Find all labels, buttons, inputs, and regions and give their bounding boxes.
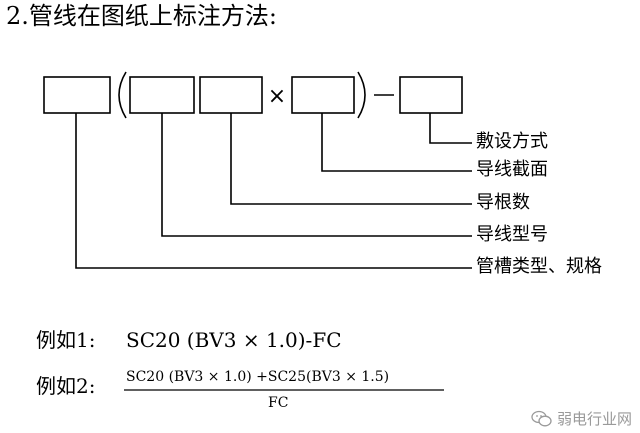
leader-conduit-type <box>75 113 472 269</box>
left-paren <box>118 71 127 119</box>
label-conduit-type: 管槽类型、规格 <box>476 256 602 277</box>
box-laying-method <box>399 76 463 114</box>
box-wire-model <box>129 76 195 114</box>
label-laying-method: 敷设方式 <box>476 131 548 152</box>
example1-label: 例如1: <box>36 328 96 352</box>
wechat-icon <box>531 410 552 426</box>
example2-denominator: FC <box>268 395 289 411</box>
example2-label: 例如2: <box>36 374 96 398</box>
leader-laying-method <box>429 113 472 144</box>
right-paren <box>357 71 366 119</box>
label-wire-section: 导线截面 <box>476 159 548 180</box>
label-wire-model: 导线型号 <box>476 224 548 245</box>
box-conduit-type <box>43 76 111 114</box>
example2-numerator: SC20 (BV3 × 1.0) +SC25(BV3 × 1.5) <box>126 369 390 385</box>
leader-wire-section <box>321 113 472 172</box>
box-wire-count <box>199 76 263 114</box>
box-wire-section <box>291 76 355 114</box>
leader-wire-count <box>230 113 472 205</box>
times-symbol: × <box>268 84 286 109</box>
watermark: 弱电行业网 <box>531 408 632 429</box>
example1-formula: SC20 (BV3 × 1.0)-FC <box>126 328 342 352</box>
leader-wire-model <box>161 113 472 237</box>
label-wire-count: 导根数 <box>476 192 530 213</box>
watermark-text: 弱电行业网 <box>556 410 632 428</box>
page-title: 2.管线在图纸上标注方法: <box>6 2 277 30</box>
